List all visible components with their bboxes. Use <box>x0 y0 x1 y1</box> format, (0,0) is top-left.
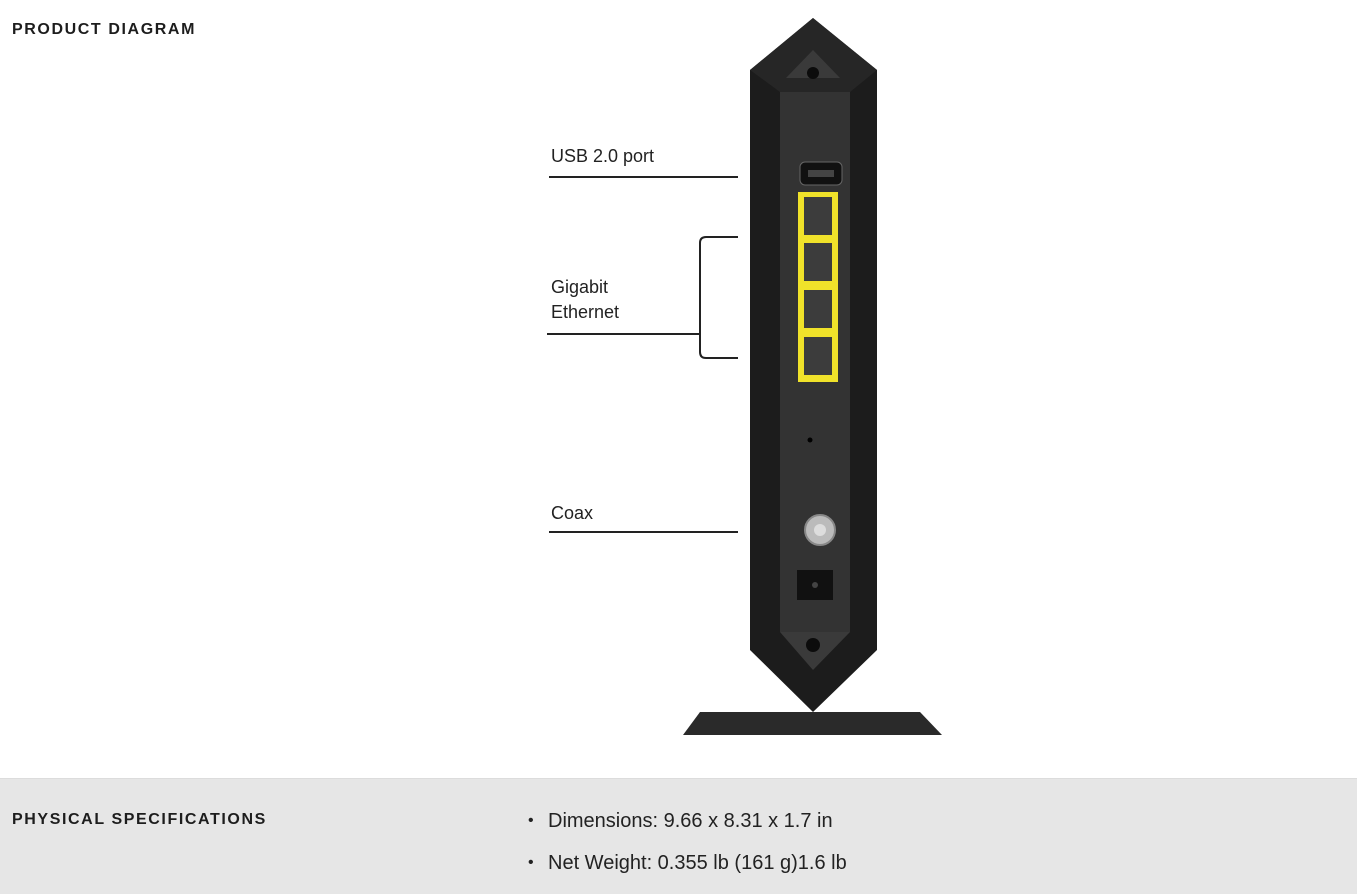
mount-hole-bottom <box>806 638 820 652</box>
coax-callout-label: Coax <box>551 503 594 523</box>
router-diagram <box>547 18 942 735</box>
spec-list: Dimensions: 9.66 x 8.31 x 1.7 in Net Wei… <box>528 806 847 890</box>
spec-item-weight: Net Weight: 0.355 lb (161 g)1.6 lb <box>528 848 847 890</box>
usb-callout-label: USB 2.0 port <box>551 146 655 166</box>
mount-hole-top <box>807 67 819 79</box>
physical-specs-title: PHYSICAL SPECIFICATIONS <box>12 811 267 828</box>
ethernet-bracket <box>699 236 738 359</box>
router-image <box>683 18 942 735</box>
callout-lines <box>547 176 738 533</box>
product-diagram-title: PRODUCT DIAGRAM <box>12 21 196 38</box>
spec-item-dimensions: Dimensions: 9.66 x 8.31 x 1.7 in <box>528 806 847 848</box>
router-stand <box>683 712 942 735</box>
ethernet-callout-label-line1: Gigabit <box>551 277 609 297</box>
ethernet-callout-label-line2: Ethernet <box>551 302 620 322</box>
reset-button-icon <box>807 437 813 443</box>
